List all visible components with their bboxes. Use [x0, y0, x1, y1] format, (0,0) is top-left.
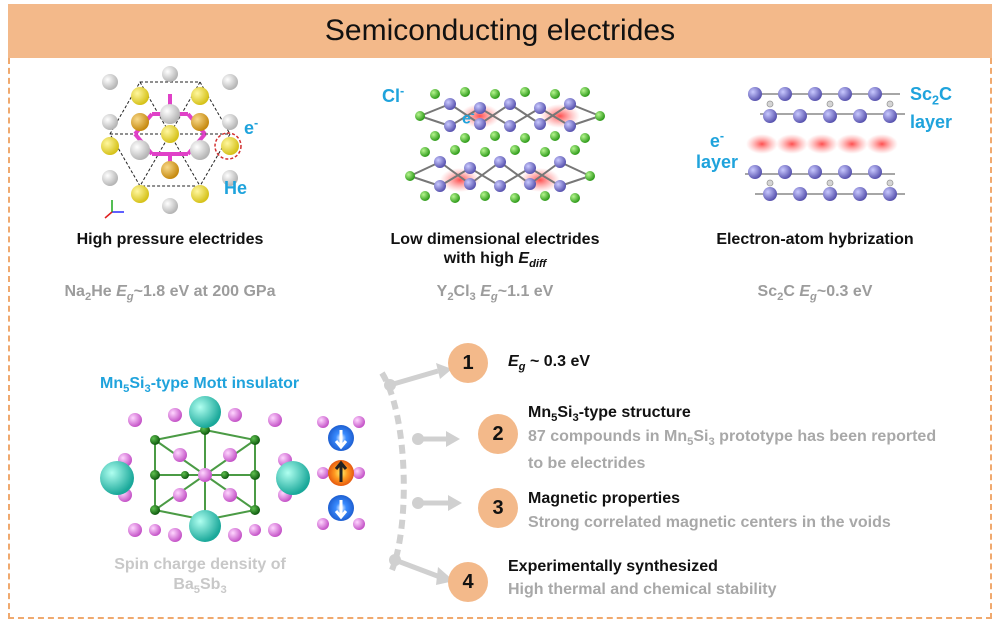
panel1-caption: High pressure electrides	[76, 231, 264, 248]
spin-chain	[317, 416, 365, 530]
figure-title: Semiconducting electrides	[324, 14, 676, 47]
step-4-badge: 4	[448, 562, 488, 602]
step-1-badge: 1	[448, 343, 488, 383]
panel1-formula: Na2He Eg~1.8 eV at 200 GPa	[64, 283, 276, 304]
panel2-electron-label: e-	[462, 108, 475, 128]
panel1-structure	[101, 66, 242, 219]
mott-structure	[100, 396, 310, 542]
branch-arrows	[379, 363, 462, 585]
panel3-caption: Electron-atom hybrization	[716, 231, 914, 248]
panel1-he-label: He	[224, 178, 248, 198]
dashed-frame	[8, 58, 992, 619]
step-2-title: Mn5Si3-type structure	[528, 404, 691, 425]
step-3-description: Strong correlated magnetic centers in th…	[528, 514, 891, 531]
step-3-title: Magnetic properties	[528, 490, 681, 507]
panel3-formula: Sc2C Eg~0.3 eV	[757, 283, 873, 304]
step-4-title: Experimentally synthesized	[508, 558, 718, 575]
panel3-structure	[745, 87, 905, 201]
mott-title: Mn5Si3-type Mott insulator	[100, 375, 300, 396]
title-banner: Semiconducting electrides	[8, 4, 992, 58]
panel1-electron-label: e-	[244, 116, 259, 138]
step-2-badge: 2	[478, 414, 518, 454]
panel3-electron-layer-label: e-layer	[696, 129, 739, 172]
panel2-formula: Y2Cl3 Eg~1.1 eV	[436, 283, 554, 304]
step-3-badge: 3	[478, 488, 518, 528]
step-2-description: 87 compounds in Mn5Si3 prototype has bee…	[528, 428, 937, 473]
step-4-description: High thermal and chemical stability	[508, 581, 777, 598]
panel2-cl-label: Cl-	[382, 84, 405, 106]
step-1-title: Eg ~ 0.3 eV	[508, 353, 591, 374]
panel2-structure	[405, 87, 605, 203]
